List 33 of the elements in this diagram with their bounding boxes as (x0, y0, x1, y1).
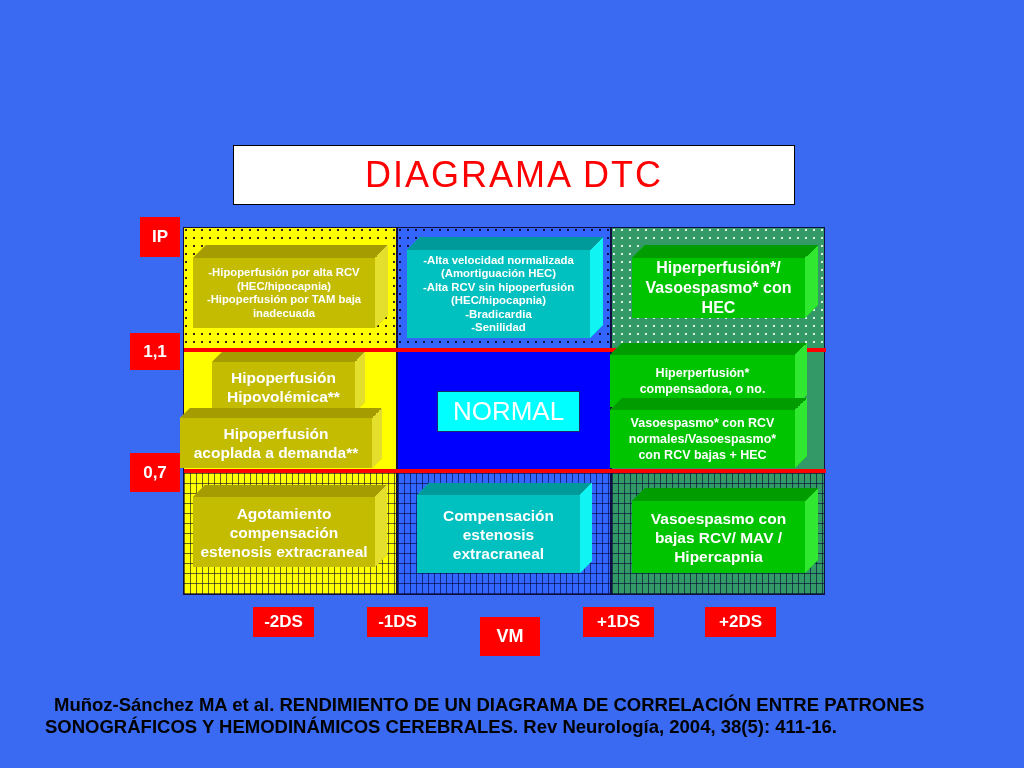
block-text: -Hipoperfusión por TAM baja inadecuada (205, 293, 363, 320)
axis-tick-label: +1DS (583, 607, 654, 637)
raised-block (193, 485, 387, 567)
axis-tick-label: VM (480, 617, 540, 656)
block-text: -Senilidad (471, 321, 526, 335)
block-text: -Alta RCV sin hipoperfusión (HEC/hipocapnia) (421, 280, 576, 308)
raised-block (632, 488, 818, 573)
title: DIAGRAMA DTC (233, 145, 795, 205)
axis-tick-label: 1,1 (130, 333, 180, 370)
axis-tick-label: IP (140, 217, 180, 257)
raised-block (193, 245, 388, 328)
block-text: -Hipoperfusión por alta RCV (HEC/hipocapnia) (207, 266, 361, 293)
block-text: Hipoperfusión acoplada a demanda** (192, 424, 360, 462)
block-text: Hiperperfusión*/ Vasoespasmo* con HEC (644, 258, 793, 318)
raised-block (180, 408, 382, 468)
block-text: Hipoperfusión Hipovolémica** (226, 368, 341, 406)
block-text: Compensación estenosis extracraneal (441, 505, 556, 563)
raised-block (407, 237, 603, 338)
raised-block (610, 398, 807, 468)
block-text: Vasoespasmo* con RCV normales/Vasoespasmo* con RCV bajas + HEC (627, 415, 778, 463)
citation: Muñoz-Sánchez MA et al. RENDIMIENTO DE UN DIAGRAMA DE CORRELACIÓN ENTRE PATRONES SONOGRÁFICOS Y HEMODINÁMICOS CEREBRALES. Rev Neurología, 2004, 38(5): 411-16. (45, 694, 926, 738)
axis-tick-label: -1DS (367, 607, 428, 637)
axis-tick-label: -2DS (253, 607, 314, 637)
block-text: Vasoespasmo con bajas RCV/ MAV / Hipercapnia (649, 508, 788, 566)
block-text: Hiperperfusión* compensadora, o no. (638, 365, 767, 397)
zone-label: NORMAL (437, 391, 580, 432)
raised-block (632, 245, 818, 318)
raised-block (417, 483, 592, 573)
block-text: Agotamiento compensación estenosis extracraneal (199, 503, 369, 561)
axis-tick-label: 0,7 (130, 453, 180, 492)
block-text: -Alta velocidad normalizada (Amortiguación HEC) (422, 253, 575, 281)
block-text: -Bradicardia (465, 307, 532, 321)
axis-tick-label: +2DS (705, 607, 776, 637)
